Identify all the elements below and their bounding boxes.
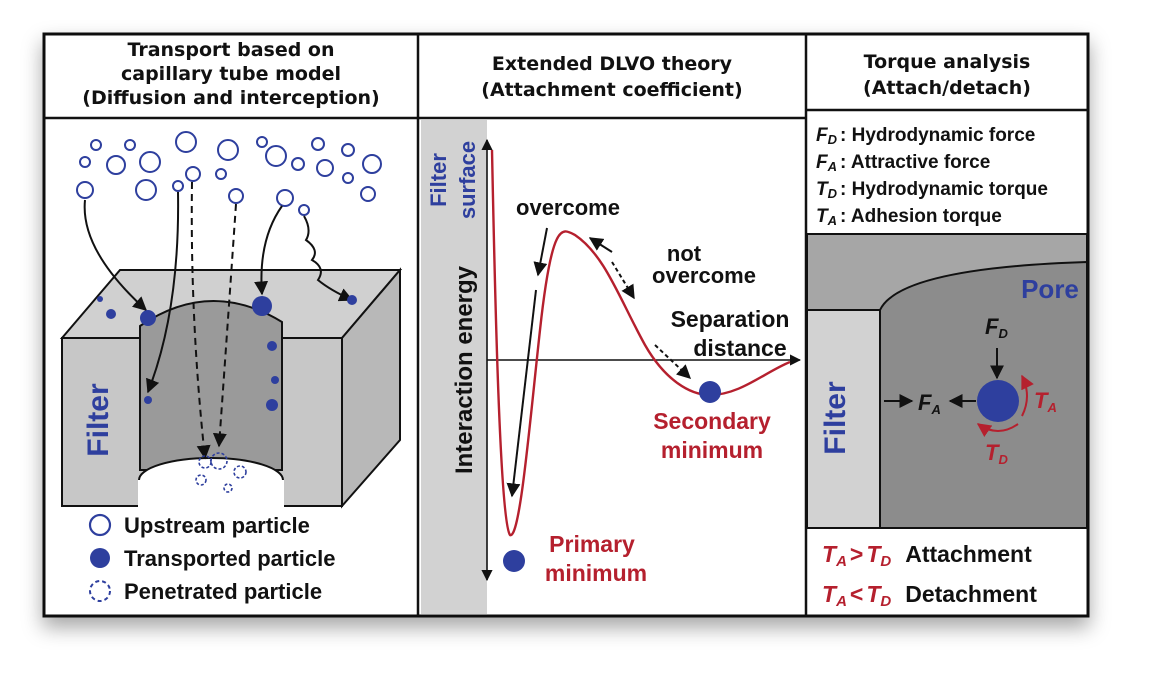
panel3-filter-label: Filter [819,381,852,455]
primary-minimum-particle [503,550,525,572]
panel1-title-line2: capillary tube model [121,63,341,85]
not-overcome-line1: not [667,241,702,266]
legend-transported-marker [90,548,110,568]
primary-minimum-line1: Primary [549,531,635,557]
legend: Upstream particle Transported particle P… [88,513,336,604]
x-axis-label-line2: distance [693,335,786,361]
td-label: TD [985,440,1008,467]
legend-upstream-label: Upstream particle [124,513,310,538]
overcome-label: overcome [516,195,620,220]
symbol-definitions: FD: Hydrodynamic force FA: Attractive fo… [816,125,1048,228]
panel2-title-line1: Extended DLVO theory [492,53,733,75]
ta-torque-arrow [1021,374,1034,417]
panel-dlvo: Extended DLVO theory (Attachment coeffic… [421,53,802,614]
legend-penetrated-label: Penetrated particle [124,579,322,604]
secondary-minimum-line1: Secondary [653,408,771,434]
legend-transported-label: Transported particle [124,546,336,571]
primary-minimum-line2: minimum [545,560,647,586]
not-overcome-line2: overcome [652,263,756,288]
def-fa: FA: Attractive force [816,152,990,174]
y-axis-label: Interaction energy [451,265,478,474]
curve-arrows [506,227,692,498]
ta-label: TA [1034,388,1057,415]
panel-torque: Torque analysis (Attach/detach) FD: Hydr… [806,51,1088,610]
transported-particles [97,295,357,411]
panel3-title-line1: Torque analysis [864,51,1031,73]
td-torque-arrow [976,423,1019,437]
def-fd: FD: Hydrodynamic force [816,125,1035,147]
filter-surface-word-surface: surface [455,141,480,219]
def-td: TD: Hydrodynamic torque [816,179,1048,201]
def-ta: TA: Adhesion torque [816,206,1002,228]
legend-penetrated-marker [89,580,111,602]
filter-surface-word-filter: Filter [426,153,451,207]
panel1-filter-label: Filter [82,383,115,457]
penetrated-particles [195,452,247,493]
panel1-title-line3: (Diffusion and interception) [82,87,379,109]
fa-label: FA [918,390,941,417]
secondary-minimum-line2: minimum [661,437,763,463]
fd-label: FD [985,314,1008,341]
panel1-title-line1: Transport based on [127,39,334,61]
panel2-title-line2: (Attachment coefficient) [481,79,742,101]
transport-paths [83,181,354,460]
panel-transport: Transport based on capillary tube model … [59,39,403,604]
attached-particle [977,380,1019,422]
energy-curve [490,149,791,537]
filter-surface-band [421,120,487,614]
panel3-title-line2: (Attach/detach) [863,77,1031,99]
upstream-particles [76,131,382,216]
secondary-minimum-particle [699,381,721,403]
filter-wall [806,309,881,529]
legend-upstream-marker [88,513,112,537]
pore-label: Pore [1021,274,1079,304]
x-axis-label-line1: Separation [671,306,790,332]
